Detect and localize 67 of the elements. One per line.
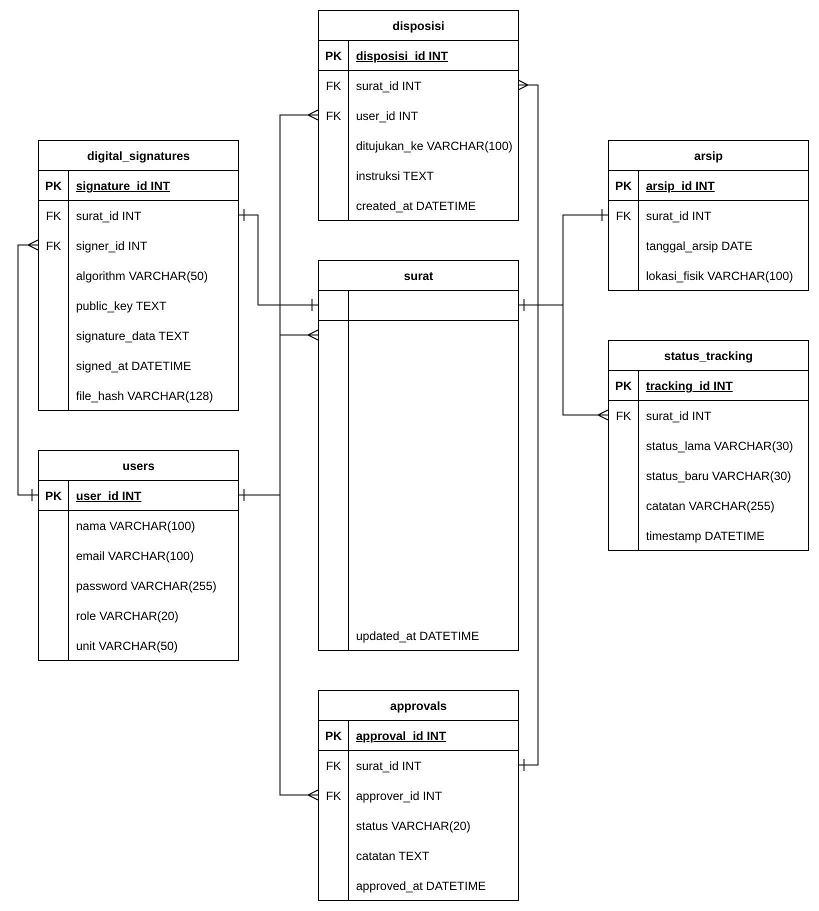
entity-table — [608, 340, 809, 551]
column-name: signed_at DATETIME — [76, 359, 192, 373]
column-name: status_baru VARCHAR(30) — [646, 469, 792, 483]
column-name: instruksi TEXT — [356, 169, 434, 183]
column-name: file_hash VARCHAR(128) — [76, 389, 214, 403]
key-label: FK — [616, 409, 632, 423]
column-name: role VARCHAR(20) — [76, 609, 178, 623]
column-name: user_id INT — [76, 489, 142, 503]
table-name: surat — [404, 268, 434, 282]
entity-table — [318, 690, 519, 901]
column-name: surat_id INT — [646, 209, 712, 223]
column-name: approver_id INT — [356, 789, 442, 803]
column-name: approved_at DATETIME — [356, 879, 486, 893]
column-name: lokasi_fisik VARCHAR(100) — [646, 269, 794, 283]
key-label: PK — [325, 729, 342, 743]
key-label: PK — [325, 49, 342, 63]
entity-table — [318, 260, 519, 651]
column-name: nama VARCHAR(100) — [76, 519, 196, 533]
entity-table — [38, 450, 239, 661]
column-name: approval_id INT — [356, 729, 446, 743]
key-label: PK — [615, 179, 632, 193]
column-name: email VARCHAR(100) — [76, 549, 194, 563]
column-name: signature_id INT — [76, 179, 170, 193]
column-name: catatan TEXT — [356, 849, 430, 863]
column-name: status VARCHAR(20) — [356, 819, 470, 833]
key-label: FK — [326, 789, 342, 803]
column-name: tanggal_arsip DATE — [646, 239, 752, 253]
entity-table — [38, 140, 239, 411]
key-label: FK — [326, 79, 342, 93]
key-label: PK — [45, 179, 62, 193]
table-name: status_tracking — [664, 348, 753, 362]
key-label: FK — [616, 209, 632, 223]
column-name: surat_id INT — [76, 209, 142, 223]
key-label: FK — [46, 209, 62, 223]
key-label: FK — [46, 239, 62, 253]
table-name: users — [122, 458, 155, 472]
column-name: surat_id INT — [356, 759, 422, 773]
column-name: ditujukan_ke VARCHAR(100) — [356, 139, 513, 153]
column-name: timestamp DATETIME — [646, 529, 764, 543]
column-name: arsip_id INT — [646, 179, 715, 193]
entity-table — [608, 140, 809, 291]
table-name: disposisi — [392, 18, 444, 32]
column-name: catatan VARCHAR(255) — [646, 499, 774, 513]
column-name: password VARCHAR(255) — [76, 579, 216, 593]
table-name: arsip — [694, 148, 723, 162]
key-label: FK — [326, 109, 342, 123]
column-name: user_id INT — [356, 109, 418, 123]
relationship-line — [18, 240, 38, 502]
column-name: created_at DATETIME — [356, 199, 476, 213]
column-name: surat_id INT — [356, 79, 422, 93]
column-name: disposisi_id INT — [356, 49, 448, 63]
column-name: unit VARCHAR(50) — [76, 639, 178, 653]
column-name: updated_at DATETIME — [356, 629, 480, 643]
column-name: tracking_id INT — [646, 379, 733, 393]
key-label: PK — [45, 489, 62, 503]
key-label: PK — [615, 379, 632, 393]
entity-table — [318, 10, 519, 221]
column-name: surat_id INT — [646, 409, 712, 423]
column-name: status_lama VARCHAR(30) — [646, 439, 794, 453]
table-name: digital_signatures — [87, 148, 190, 162]
column-name: public_key TEXT — [76, 299, 166, 313]
table-name: approvals — [390, 698, 447, 712]
relationship-line — [238, 208, 318, 312]
column-name: signature_data TEXT — [76, 329, 190, 343]
column-name: signer_id INT — [76, 239, 148, 253]
key-label: FK — [326, 759, 342, 773]
column-name: algorithm VARCHAR(50) — [76, 269, 208, 283]
